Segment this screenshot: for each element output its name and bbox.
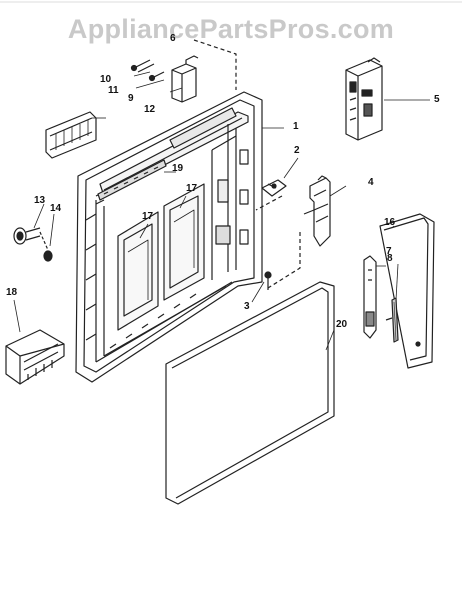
leader-15 bbox=[193, 39, 237, 90]
callout-19: 19 bbox=[172, 163, 184, 174]
callout-20: 20 bbox=[336, 319, 348, 330]
screw-3 bbox=[264, 271, 272, 290]
watermark-text: AppliancePartsPros.com bbox=[67, 14, 395, 44]
door-latch-assembly bbox=[345, 57, 383, 141]
callout-17b: 17 bbox=[186, 183, 198, 194]
hinge-clip bbox=[261, 179, 287, 197]
callout-13: 13 bbox=[34, 195, 46, 206]
side-trim bbox=[379, 213, 435, 369]
screws-10-11 bbox=[130, 59, 165, 82]
callout-14: 14 bbox=[50, 203, 62, 214]
callout-10: 10 bbox=[100, 74, 112, 85]
link-8 bbox=[385, 297, 399, 343]
callout-15: 6 bbox=[170, 33, 176, 44]
callout-18: 18 bbox=[6, 287, 18, 298]
callout-5: 5 bbox=[434, 94, 440, 105]
callout-11: 11 bbox=[108, 85, 119, 96]
callout-4: 4 bbox=[368, 177, 374, 188]
callout-leaders bbox=[13, 71, 430, 351]
callout-9: 9 bbox=[128, 93, 134, 104]
door-handle bbox=[45, 111, 97, 159]
vent-strip bbox=[97, 159, 167, 201]
callout-1: 1 bbox=[293, 121, 299, 132]
outer-door-panel bbox=[165, 281, 335, 505]
door-spring-7 bbox=[363, 255, 377, 339]
door-spring-parts bbox=[13, 227, 53, 262]
callout-7: 7 bbox=[386, 246, 392, 257]
insulation-pads bbox=[117, 183, 205, 331]
callout-8: 8 bbox=[387, 253, 393, 264]
callout-2: 2 bbox=[294, 145, 300, 156]
control-module bbox=[171, 55, 199, 103]
callout-3: 3 bbox=[244, 301, 250, 312]
vent-cover bbox=[5, 329, 65, 385]
callout-12: 12 bbox=[144, 104, 156, 115]
callout-16: 16 bbox=[384, 217, 396, 228]
leader-dashes bbox=[255, 195, 301, 289]
door-hinge-bracket bbox=[303, 175, 331, 247]
callout-17a: 17 bbox=[142, 211, 154, 222]
